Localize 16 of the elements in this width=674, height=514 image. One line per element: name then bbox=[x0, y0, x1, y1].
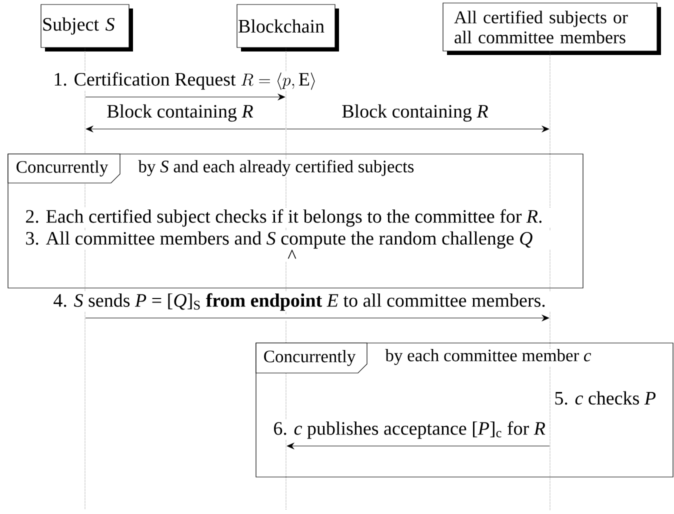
step-text: 5. c checks P bbox=[555, 391, 656, 405]
lifeline bbox=[84, 48, 86, 510]
frame-heading: by each committee member c bbox=[385, 349, 592, 365]
frame-heading: by S and each already certified subjects bbox=[138, 160, 414, 176]
participant-box: Blockchain bbox=[236, 4, 339, 52]
participant-box: All certified subjects or all committee members bbox=[442, 2, 661, 55]
step-text: 2. Each certified subject checks if it belongs to the committee for R. bbox=[26, 209, 542, 227]
frame-tag: Concurrently bbox=[256, 342, 368, 374]
participant-box: Subject S bbox=[40, 4, 133, 52]
edge-label: $\mbox{1. Certification Request }R = \langle p,\mathrm{E}\rangle$ bbox=[54, 72, 315, 90]
edge-label: Block containing R bbox=[342, 104, 488, 122]
edge-label: 4. S sends P = [Q]$_{S}$ from endpoint E to all committee members. bbox=[54, 293, 545, 311]
frame-tag: Concurrently bbox=[8, 154, 120, 184]
edge-label: Block containing R bbox=[107, 104, 254, 122]
step-text: 3. All committee members and S compute the random challenge Q bbox=[26, 231, 532, 249]
edge-label: 6. c publishes acceptance [P]$_{c}$ for R bbox=[274, 421, 546, 439]
